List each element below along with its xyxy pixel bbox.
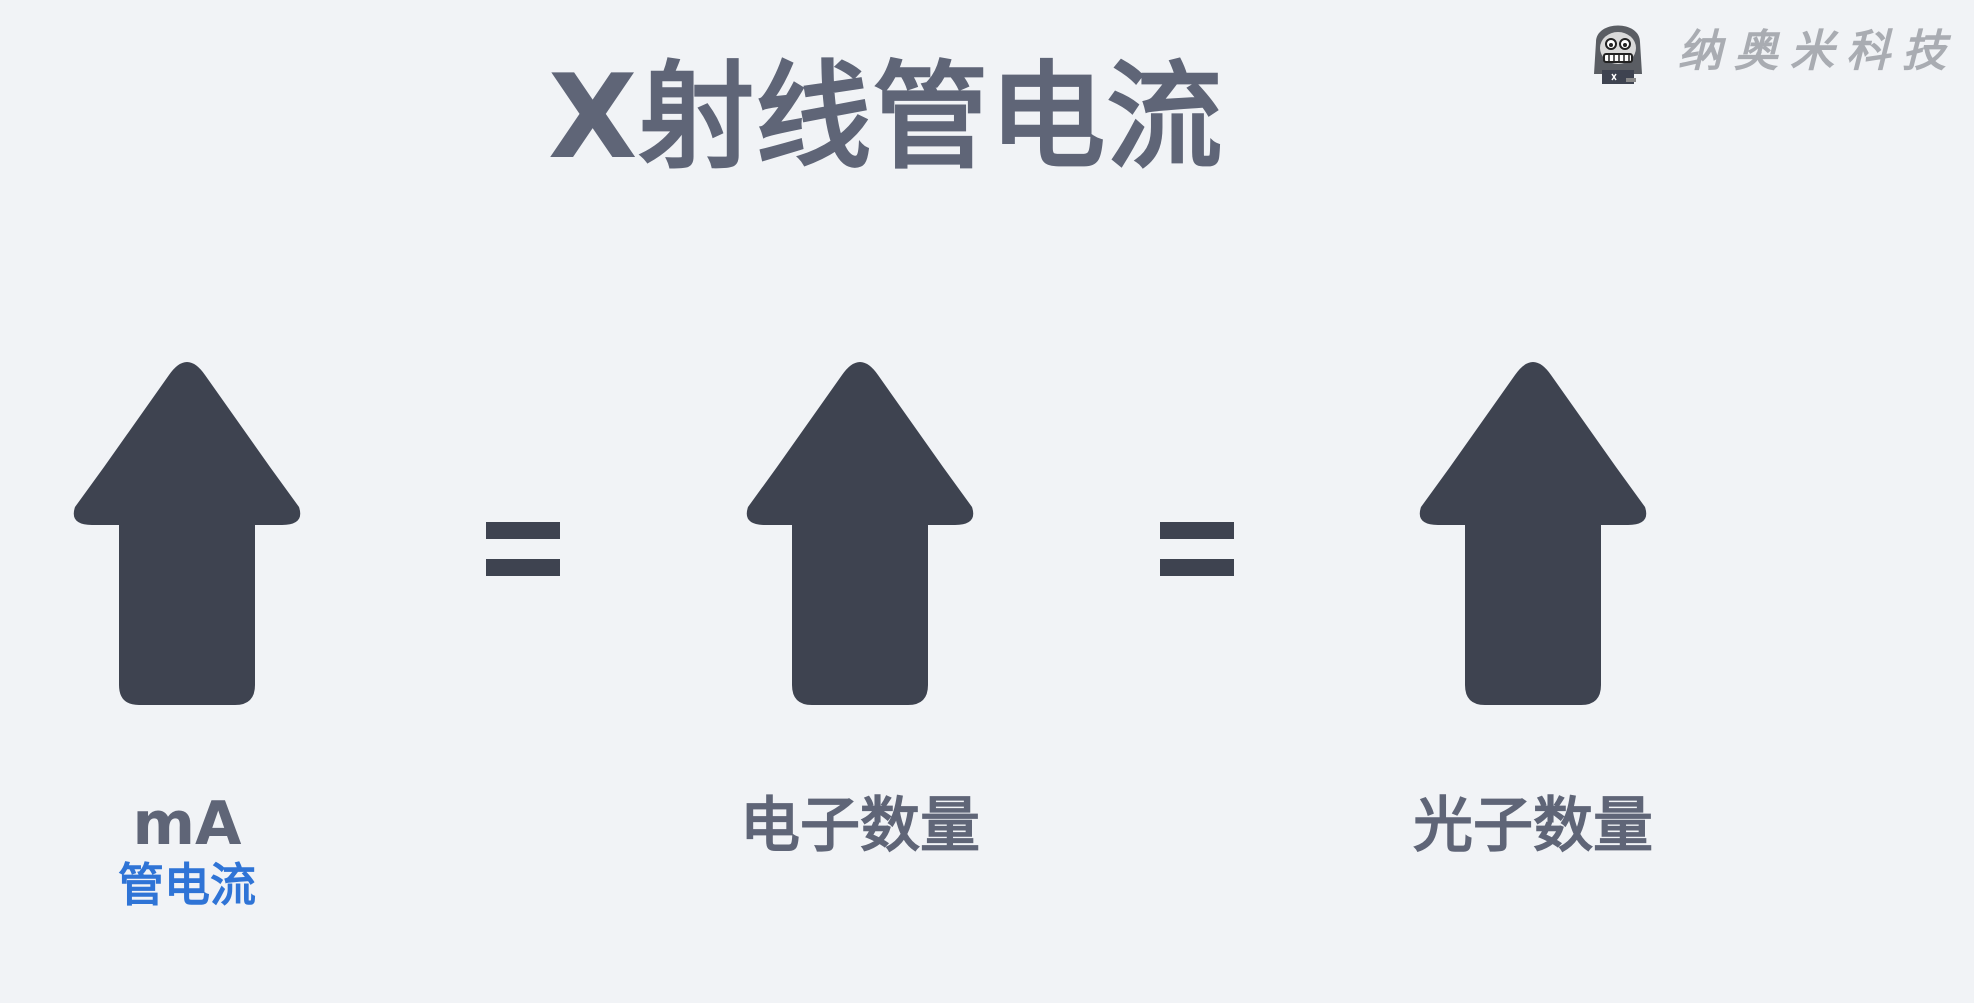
brand-name: 纳奥米科技	[1678, 26, 1958, 77]
arrow-up-icon	[740, 345, 980, 707]
label-photon-count: 光子数量	[1413, 791, 1653, 861]
label-electron-count: 电子数量	[740, 791, 980, 861]
page-title: X射线管电流	[548, 50, 1224, 185]
label-ma: mA	[132, 789, 242, 859]
equals-sign	[1160, 522, 1234, 576]
sublabel-tube-current: 管电流	[118, 858, 256, 912]
arrow-up-icon	[1413, 345, 1653, 707]
equals-sign	[486, 522, 560, 576]
mascot-icon	[1586, 12, 1650, 88]
arrow-up-icon	[67, 345, 307, 707]
brand-logo: 纳奥米科技	[1586, 12, 1956, 88]
